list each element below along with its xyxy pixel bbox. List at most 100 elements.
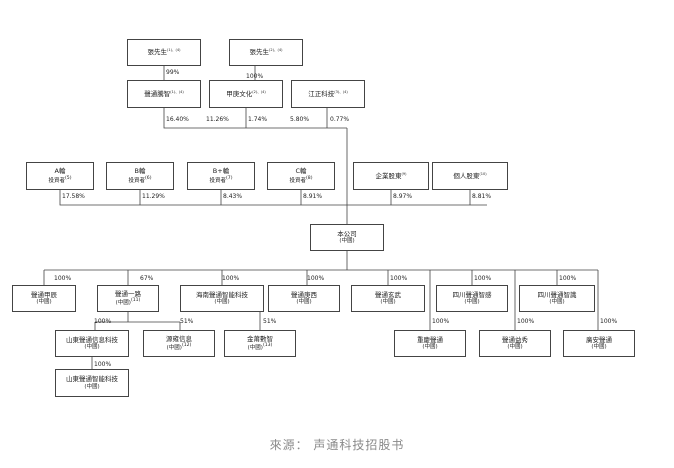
node-name: 山東聲通智能科技 bbox=[66, 375, 118, 384]
ownership-percentage: 51% bbox=[180, 318, 194, 325]
note-ref: (13) bbox=[262, 343, 273, 349]
node-subtitle: (中國) bbox=[84, 383, 100, 390]
subsidiary-node: 聲通玄武 (中國) bbox=[351, 285, 425, 312]
ownership-percentage: 17.58% bbox=[62, 193, 85, 200]
ownership-percentage: 100% bbox=[94, 318, 112, 325]
note-ref: (9) bbox=[401, 171, 407, 176]
node-name: 四川聲通智識 bbox=[537, 290, 577, 299]
source-caption: 來源： 声通科技招股书 bbox=[269, 438, 405, 452]
node-subtitle: (中國) bbox=[166, 344, 182, 351]
subsidiary-node: 金莆數智 (中國)(13) bbox=[224, 330, 296, 357]
node-name: 張先生 bbox=[147, 48, 168, 57]
node-subtitle: (中國) bbox=[339, 238, 355, 245]
note-ref: (8) bbox=[306, 175, 313, 181]
ownership-percentage: 11.29% bbox=[142, 193, 165, 200]
holdco-node: 聲通騰智(1)、(4) bbox=[127, 80, 201, 108]
ownership-percentage: 51% bbox=[263, 318, 277, 325]
node-name: 聲通一路 bbox=[115, 289, 141, 298]
node-subtitle: (中國) bbox=[115, 299, 131, 306]
ownership-percentage: 100% bbox=[307, 275, 325, 282]
subsidiary-node: 源雍信息 (中國)(12) bbox=[143, 330, 215, 357]
investor-node: 企業股東(9) bbox=[353, 162, 429, 190]
subsidiary-node: 重慶聲通 (中國) bbox=[394, 330, 466, 357]
node-name: 個人股東 bbox=[453, 171, 480, 180]
node-name: 聲通益秀 bbox=[502, 335, 528, 344]
ownership-percentage: 8.91% bbox=[303, 193, 323, 200]
subsidiary-node: 山東聲通智能科技 (中國) bbox=[55, 369, 129, 397]
holdco-node: 甲庚文化(2)、(4) bbox=[209, 80, 283, 108]
subsidiary-node: 聲通庚西 (中國) bbox=[268, 285, 340, 312]
node-name: 聲通甲辰 bbox=[31, 290, 57, 299]
node-name: 廣安聲通 bbox=[586, 335, 612, 344]
investor-node: A輪 投資者(5) bbox=[26, 162, 94, 190]
node-subtitle: (中國) bbox=[296, 299, 312, 306]
node-name: 山東聲通信息科技 bbox=[66, 335, 118, 344]
node-subtitle: (中國) bbox=[507, 344, 523, 351]
ownership-percentage: 8.43% bbox=[223, 193, 243, 200]
node-subtitle: (中國) bbox=[36, 299, 52, 306]
node-name: 金莆數智 bbox=[247, 334, 273, 343]
node-name: 江正科技 bbox=[308, 89, 335, 98]
ownership-percentage: 100% bbox=[474, 275, 492, 282]
node-name: B輪 bbox=[134, 167, 146, 176]
node-name: 企業股東 bbox=[375, 171, 402, 180]
ownership-percentage: 5.80% bbox=[290, 116, 310, 123]
note-ref: (12) bbox=[181, 343, 192, 349]
holdco-node: 江正科技(3)、(4) bbox=[291, 80, 365, 108]
ownership-percentage: 100% bbox=[94, 361, 112, 368]
investor-node: 個人股東(10) bbox=[432, 162, 508, 190]
node-name: B+輪 bbox=[212, 167, 230, 176]
ownership-percentage: 100% bbox=[559, 275, 577, 282]
subsidiary-node: 山東聲通信息科技 (中國) bbox=[55, 330, 129, 357]
founder-node: 張先生(1)、(4) bbox=[127, 39, 201, 66]
node-subtitle: (中國) bbox=[464, 299, 480, 306]
node-name: 源雍信息 bbox=[166, 334, 192, 343]
node-name: A輪 bbox=[54, 167, 66, 176]
node-subtitle: 投資者 bbox=[48, 177, 65, 184]
subsidiary-node: 聲通一路 (中國)(11) bbox=[97, 285, 159, 312]
investor-node: B+輪 投資者(7) bbox=[187, 162, 255, 190]
node-subtitle: 投資者 bbox=[289, 177, 306, 184]
note-ref: (3)、(4) bbox=[334, 89, 348, 94]
note-ref: (5) bbox=[65, 175, 72, 181]
ownership-percentage: 16.40% bbox=[166, 116, 189, 123]
note-ref: (6) bbox=[145, 175, 152, 181]
ownership-percentage: 100% bbox=[222, 275, 240, 282]
node-name: 四川聲通智感 bbox=[452, 290, 492, 299]
ownership-percentage: 8.97% bbox=[393, 193, 413, 200]
investor-node: C輪 投資者(8) bbox=[267, 162, 335, 190]
ownership-percentage: 0.77% bbox=[330, 116, 350, 123]
subsidiary-node: 海南聲通智能科技 (中國) bbox=[180, 285, 264, 312]
note-ref: (10) bbox=[479, 171, 487, 176]
node-name: 本公司 bbox=[337, 229, 357, 238]
ownership-percentage: 100% bbox=[432, 318, 450, 325]
company-node: 本公司 (中國) bbox=[310, 224, 384, 251]
investor-node: B輪 投資者(6) bbox=[106, 162, 174, 190]
subsidiary-node: 四川聲通智識 (中國) bbox=[519, 285, 595, 312]
subsidiary-node: 四川聲通智感 (中國) bbox=[436, 285, 508, 312]
node-name: 聲通騰智 bbox=[144, 89, 171, 98]
note-ref: (1)、(4) bbox=[170, 89, 184, 94]
note-ref: (7) bbox=[226, 175, 233, 181]
node-name: 聲通庚西 bbox=[291, 290, 317, 299]
node-name: 甲庚文化 bbox=[226, 89, 253, 98]
ownership-percentage: 100% bbox=[517, 318, 535, 325]
node-name: 聲通玄武 bbox=[375, 290, 401, 299]
founder-node: 張先生(2)、(4) bbox=[229, 39, 303, 66]
node-subtitle: (中國) bbox=[84, 344, 100, 351]
node-name: C輪 bbox=[295, 167, 307, 176]
ownership-percentage: 100% bbox=[54, 275, 72, 282]
ownership-percentage: 100% bbox=[246, 73, 264, 80]
node-name: 張先生 bbox=[249, 48, 270, 57]
subsidiary-node: 廣安聲通 (中國) bbox=[563, 330, 635, 357]
node-subtitle: 投資者 bbox=[209, 177, 226, 184]
note-ref: (2)、(4) bbox=[269, 48, 283, 53]
node-subtitle: (中國) bbox=[247, 344, 263, 351]
node-subtitle: 投資者 bbox=[128, 177, 145, 184]
node-name: 海南聲通智能科技 bbox=[196, 290, 248, 299]
note-ref: (11) bbox=[130, 298, 141, 304]
node-subtitle: (中國) bbox=[591, 344, 607, 351]
subsidiary-node: 聲通益秀 (中國) bbox=[479, 330, 551, 357]
node-name: 重慶聲通 bbox=[417, 335, 443, 344]
ownership-percentage: 100% bbox=[390, 275, 408, 282]
